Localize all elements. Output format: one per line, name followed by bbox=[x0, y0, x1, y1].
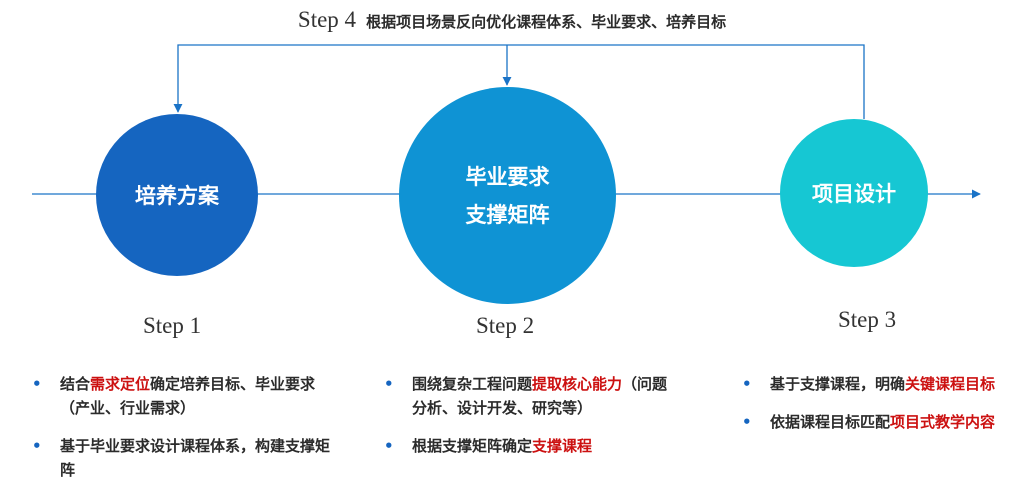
highlight-text: 支撑课程 bbox=[532, 437, 593, 455]
bullet-text: 围绕复杂工程问题 bbox=[412, 375, 533, 393]
bullet-item: • 围绕复杂工程问题提取核心能力（问题分析、设计开发、研究等） bbox=[382, 372, 682, 420]
bullet-dot-icon: • bbox=[32, 375, 42, 393]
node-training-plan-label: 培养方案 bbox=[135, 184, 219, 208]
node-project-design-label: 项目设计 bbox=[812, 182, 896, 206]
step4-header: Step 4 根据项目场景反向优化课程体系、毕业要求、培养目标 bbox=[0, 7, 1024, 33]
node-training-plan: 培养方案 bbox=[96, 114, 258, 276]
bullet-item: • 基于支撑课程，明确关键课程目标 bbox=[740, 372, 1010, 396]
node-project-design: 项目设计 bbox=[780, 119, 928, 267]
bullet-dot-icon: • bbox=[742, 375, 752, 393]
bullet-item: • 基于毕业要求设计课程体系，构建支撑矩阵 bbox=[30, 434, 330, 482]
bullet-dot-icon: • bbox=[384, 437, 394, 455]
highlight-text: 关键课程目标 bbox=[905, 375, 996, 393]
step2-label: Step 2 bbox=[476, 313, 535, 338]
bullet-text: 基于毕业要求设计课程体系，构建支撑矩阵 bbox=[60, 437, 331, 479]
step4-description: 根据项目场景反向优化课程体系、毕业要求、培养目标 bbox=[366, 13, 727, 31]
bullet-text: 基于支撑课程，明确 bbox=[770, 375, 906, 393]
bullet-text: （问题分析、设计开发、研究等） bbox=[412, 375, 668, 417]
node-graduation-matrix-line1: 毕业要求 bbox=[465, 164, 550, 189]
step3-bullets: • 基于支撑课程，明确关键课程目标 • 依据课程目标匹配项目式教学内容 bbox=[740, 372, 1010, 448]
bullet-item: • 结合需求定位确定培养目标、毕业要求（产业、行业需求） bbox=[30, 372, 330, 420]
bullet-item: • 依据课程目标匹配项目式教学内容 bbox=[740, 410, 1010, 434]
bullet-text: 确定培养目标、毕业要求（产业、行业需求） bbox=[60, 375, 316, 417]
step1-label: Step 1 bbox=[143, 313, 202, 338]
node-graduation-matrix-line2: 支撑矩阵 bbox=[465, 202, 550, 227]
step3-label: Step 3 bbox=[838, 307, 897, 332]
highlight-text: 项目式教学内容 bbox=[890, 413, 996, 431]
bullet-dot-icon: • bbox=[32, 437, 42, 455]
feedback-loop-line bbox=[173, 44, 865, 119]
bullet-item: • 根据支撑矩阵确定支撑课程 bbox=[382, 434, 682, 458]
bullet-text: 结合 bbox=[60, 375, 91, 393]
step4-label: Step 4 bbox=[297, 7, 357, 32]
bullet-dot-icon: • bbox=[384, 375, 394, 393]
step2-bullets: • 围绕复杂工程问题提取核心能力（问题分析、设计开发、研究等） • 根据支撑矩阵确定支… bbox=[382, 372, 682, 472]
bullet-dot-icon: • bbox=[742, 413, 752, 431]
highlight-text: 需求定位 bbox=[90, 375, 151, 393]
bullet-text: 依据课程目标匹配 bbox=[770, 413, 891, 431]
step1-bullets: • 结合需求定位确定培养目标、毕业要求（产业、行业需求） • 基于毕业要求设计课程体系… bbox=[30, 372, 330, 496]
bullet-text: 根据支撑矩阵确定 bbox=[412, 437, 533, 455]
node-graduation-matrix: 毕业要求 支撑矩阵 bbox=[399, 87, 616, 304]
highlight-text: 提取核心能力 bbox=[532, 375, 623, 393]
